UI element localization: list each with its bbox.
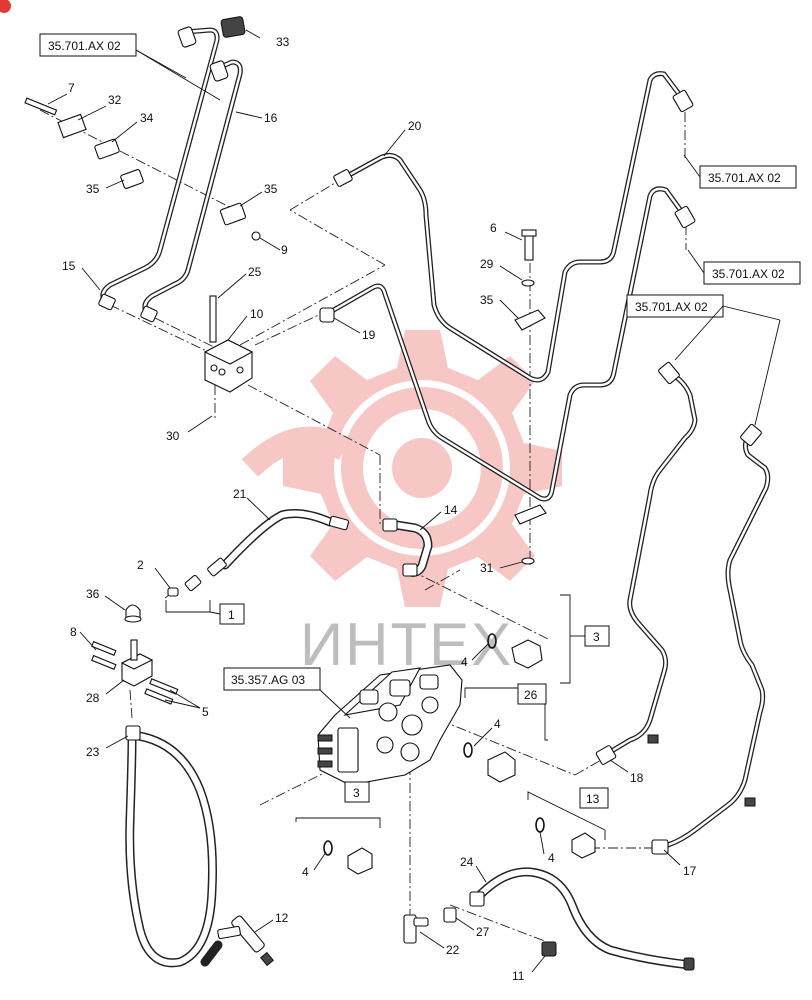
callout-31: 31 — [480, 561, 494, 575]
callout-35c: 35 — [480, 293, 494, 307]
corner-mark-icon — [0, 0, 11, 13]
manifold-block-10 — [203, 295, 254, 393]
hose-21 — [184, 509, 350, 592]
box-leaders — [135, 49, 781, 719]
svg-text:26: 26 — [524, 688, 538, 702]
callout-5: 5 — [202, 705, 209, 719]
callout-28: 28 — [86, 691, 100, 705]
callouts: 33 7 32 34 16 35 35 9 15 25 10 30 20 6 2… — [47, 29, 697, 983]
callout-24: 24 — [460, 855, 474, 869]
svg-text:35.701.AX 02: 35.701.AX 02 — [635, 300, 708, 314]
clamp-assembly-right — [514, 229, 547, 565]
callout-34: 34 — [140, 111, 154, 125]
tube-14 — [382, 518, 433, 577]
callout-20: 20 — [408, 119, 422, 133]
callout-4b: 4 — [494, 717, 501, 731]
callout-7: 7 — [68, 81, 75, 95]
callout-15: 15 — [62, 259, 76, 273]
ref-box-1[interactable]: 35.701.AX 02 — [39, 33, 137, 57]
callout-4d: 4 — [548, 851, 555, 865]
callout-10: 10 — [250, 307, 264, 321]
callout-8: 8 — [70, 625, 77, 639]
callout-4a: 4 — [461, 655, 468, 669]
callout-25: 25 — [248, 265, 262, 279]
callout-11: 11 — [512, 969, 525, 983]
tee-12 — [217, 915, 274, 967]
tube-17 — [647, 423, 771, 855]
callout-30: 30 — [166, 429, 180, 443]
elbow-fittings — [323, 633, 596, 875]
group-box-3b: 3 — [344, 781, 370, 803]
svg-text:3: 3 — [353, 786, 360, 800]
callout-33: 33 — [276, 35, 290, 49]
callout-18: 18 — [630, 771, 644, 785]
callout-2: 2 — [137, 558, 144, 572]
ref-box-2[interactable]: 35.701.AX 02 — [699, 165, 797, 189]
callout-29: 29 — [480, 257, 494, 271]
callout-36: 36 — [86, 587, 100, 601]
group-box-3a: 3 — [584, 625, 610, 647]
svg-text:35.701.AX 02: 35.701.AX 02 — [48, 39, 121, 53]
callout-16: 16 — [264, 111, 278, 125]
group-box-1: 1 — [219, 603, 245, 625]
ref-box-4[interactable]: 35.701.AX 02 — [626, 294, 724, 318]
callout-9: 9 — [281, 243, 288, 257]
valve-28 — [91, 604, 179, 705]
fitting-2 — [167, 587, 179, 597]
callout-14: 14 — [444, 503, 458, 517]
tube-19 — [319, 186, 696, 502]
control-valve-body — [317, 664, 463, 786]
callout-35b: 35 — [264, 182, 278, 196]
hose-23 — [125, 725, 223, 968]
callout-6: 6 — [490, 221, 497, 235]
callout-4c: 4 — [302, 865, 309, 879]
callout-32: 32 — [108, 93, 122, 107]
callout-35a: 35 — [86, 182, 100, 196]
tube-16 — [98, 26, 243, 323]
callout-17: 17 — [683, 864, 697, 878]
ref-box-3[interactable]: 35.701.AX 02 — [703, 261, 801, 285]
callout-21: 21 — [233, 487, 247, 501]
callout-12: 12 — [275, 911, 289, 925]
svg-text:35.701.AX 02: 35.701.AX 02 — [712, 267, 785, 281]
svg-text:3: 3 — [593, 630, 600, 644]
hose-24 — [469, 867, 695, 971]
tube-18 — [595, 361, 698, 765]
group-box-26: 26 — [517, 683, 547, 705]
watermark-text: ИНТЕХ — [300, 611, 513, 678]
callout-22: 22 — [446, 943, 460, 957]
callout-23: 23 — [86, 745, 100, 759]
svg-text:35.357.AG 03: 35.357.AG 03 — [231, 673, 305, 687]
svg-text:35.701.AX 02: 35.701.AX 02 — [708, 171, 781, 185]
svg-text:13: 13 — [586, 792, 600, 806]
tube-20 — [333, 71, 694, 383]
ref-box-5[interactable]: 35.357.AG 03 — [223, 667, 321, 691]
group-box-13: 13 — [579, 787, 609, 809]
callout-19: 19 — [362, 328, 376, 342]
svg-text:1: 1 — [228, 608, 235, 622]
callout-27: 27 — [476, 925, 490, 939]
bottom-fittings — [403, 907, 557, 957]
small-fasteners-top-left — [24, 16, 261, 241]
